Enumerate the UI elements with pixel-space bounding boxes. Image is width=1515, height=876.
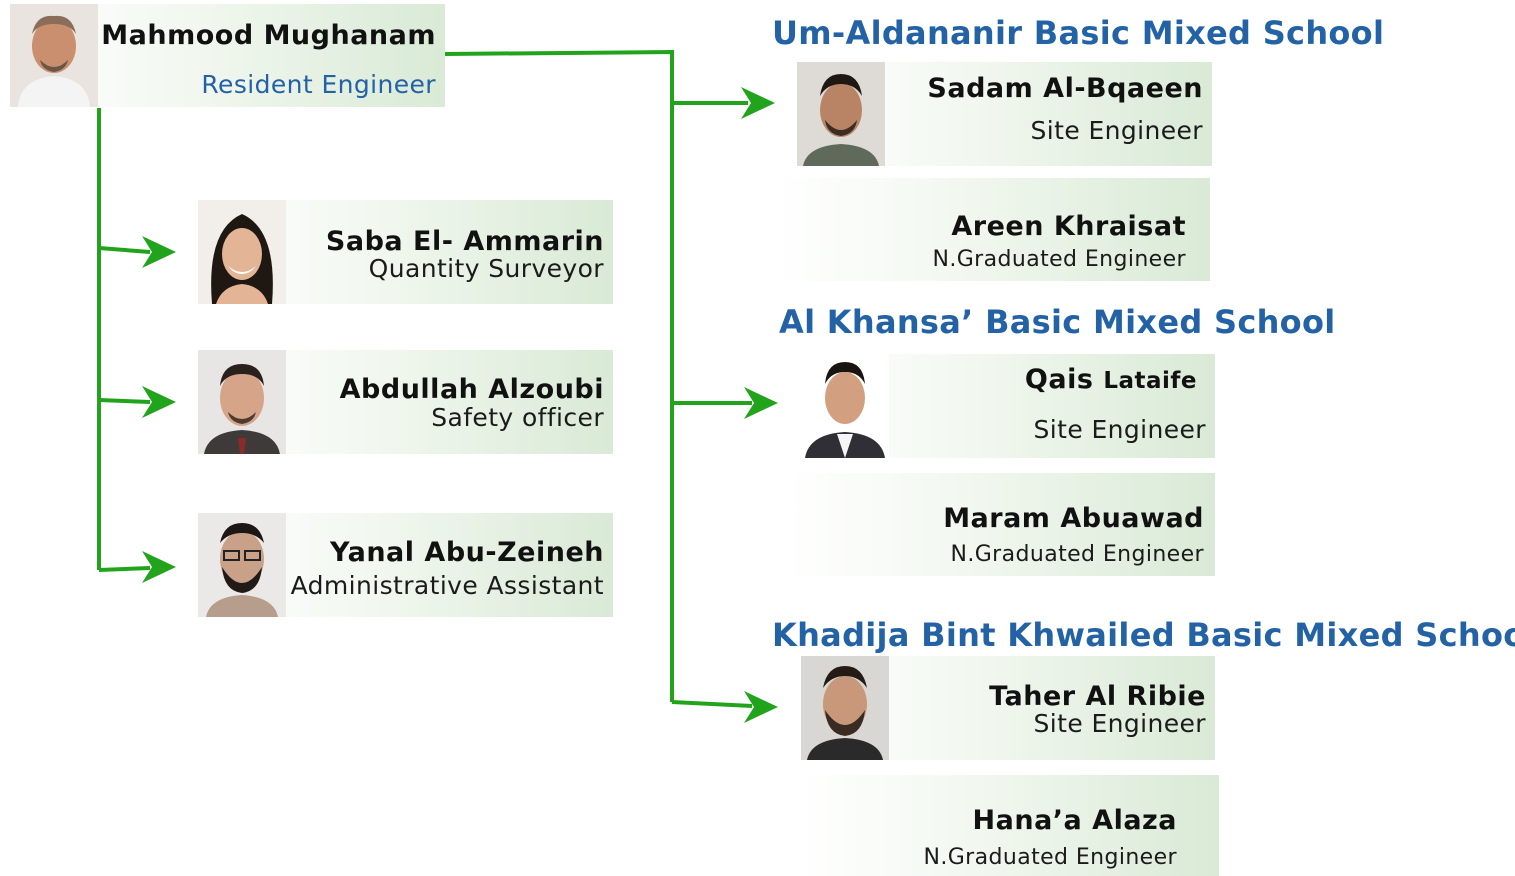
- graduate-name: Areen Khraisat: [951, 211, 1186, 242]
- graduate-name: Hana’a Alaza: [972, 805, 1177, 836]
- staff-card-quantity-surveyor: Saba El- Ammarin Quantity Surveyor: [198, 200, 613, 304]
- school-title-3: Khadija Bint Khwailed Basic Mixed School: [772, 616, 1515, 654]
- site-engineer-role: Site Engineer: [1033, 415, 1206, 444]
- head-role: Resident Engineer: [201, 70, 436, 99]
- graduate-role: N.Graduated Engineer: [923, 845, 1177, 870]
- site-engineer-last-name: Lataife: [1103, 368, 1197, 394]
- staff-photo: [198, 350, 286, 454]
- connector-staff-1: [98, 246, 151, 254]
- staff-card-admin-assistant: Yanal Abu-Zeineh Administrative Assistan…: [198, 513, 613, 617]
- site-engineer-card-1: Sadam Al-Bqaeen Site Engineer: [797, 62, 1212, 166]
- site-engineer-name: Qais Lataife: [1025, 364, 1197, 395]
- site-engineer-card-2: Qais Lataife Site Engineer: [801, 354, 1215, 458]
- site-engineer-first-name: Qais: [1024, 364, 1094, 395]
- school-title-2: Al Khansa’ Basic Mixed School: [779, 303, 1336, 341]
- arrow-head-3: [142, 551, 176, 583]
- staff-role: Administrative Assistant: [290, 571, 604, 600]
- staff-name: Abdullah Alzoubi: [339, 374, 604, 405]
- site-engineer-role: Site Engineer: [1033, 709, 1206, 738]
- site-engineer-name: Sadam Al-Bqaeen: [927, 73, 1203, 104]
- site-engineer-card-3: Taher Al Ribie Site Engineer: [801, 656, 1215, 760]
- connector-head-to-schools: [444, 49, 674, 702]
- head-name: Mahmood Mughanam: [101, 20, 436, 51]
- staff-role: Safety officer: [431, 403, 604, 432]
- head-photo: [10, 4, 98, 107]
- arrow-head-4: [741, 87, 775, 119]
- connector-staff-3: [98, 566, 151, 572]
- site-engineer-name: Taher Al Ribie: [989, 681, 1206, 712]
- site-engineer-photo: [801, 354, 889, 458]
- staff-role: Quantity Surveyor: [368, 254, 604, 283]
- staff-card-safety-officer: Abdullah Alzoubi Safety officer: [198, 350, 613, 454]
- arrow-head-6: [744, 691, 778, 723]
- site-engineer-role: Site Engineer: [1030, 116, 1203, 145]
- arrow-head-1: [142, 236, 176, 268]
- arrow-head-5: [744, 387, 778, 419]
- graduate-name: Maram Abuawad: [943, 503, 1204, 534]
- staff-name: Saba El- Ammarin: [325, 226, 604, 257]
- connector-school-3: [671, 700, 753, 708]
- graduate-card-2: Maram Abuawad N.Graduated Engineer: [786, 473, 1215, 576]
- graduate-card-3: Hana’a Alaza N.Graduated Engineer: [800, 775, 1219, 876]
- school-title-1: Um-Aldananir Basic Mixed School: [772, 14, 1385, 52]
- staff-name: Yanal Abu-Zeineh: [330, 537, 604, 568]
- staff-photo: [198, 513, 286, 617]
- graduate-role: N.Graduated Engineer: [950, 542, 1204, 567]
- graduate-card-1: Areen Khraisat N.Graduated Engineer: [776, 178, 1210, 281]
- graduate-role: N.Graduated Engineer: [932, 247, 1186, 272]
- site-engineer-photo: [801, 656, 889, 760]
- staff-photo: [198, 200, 286, 304]
- arrow-head-2: [142, 386, 176, 418]
- site-engineer-photo: [797, 62, 885, 166]
- head-card: Mahmood Mughanam Resident Engineer: [10, 4, 445, 107]
- connector-staff-2: [98, 398, 151, 404]
